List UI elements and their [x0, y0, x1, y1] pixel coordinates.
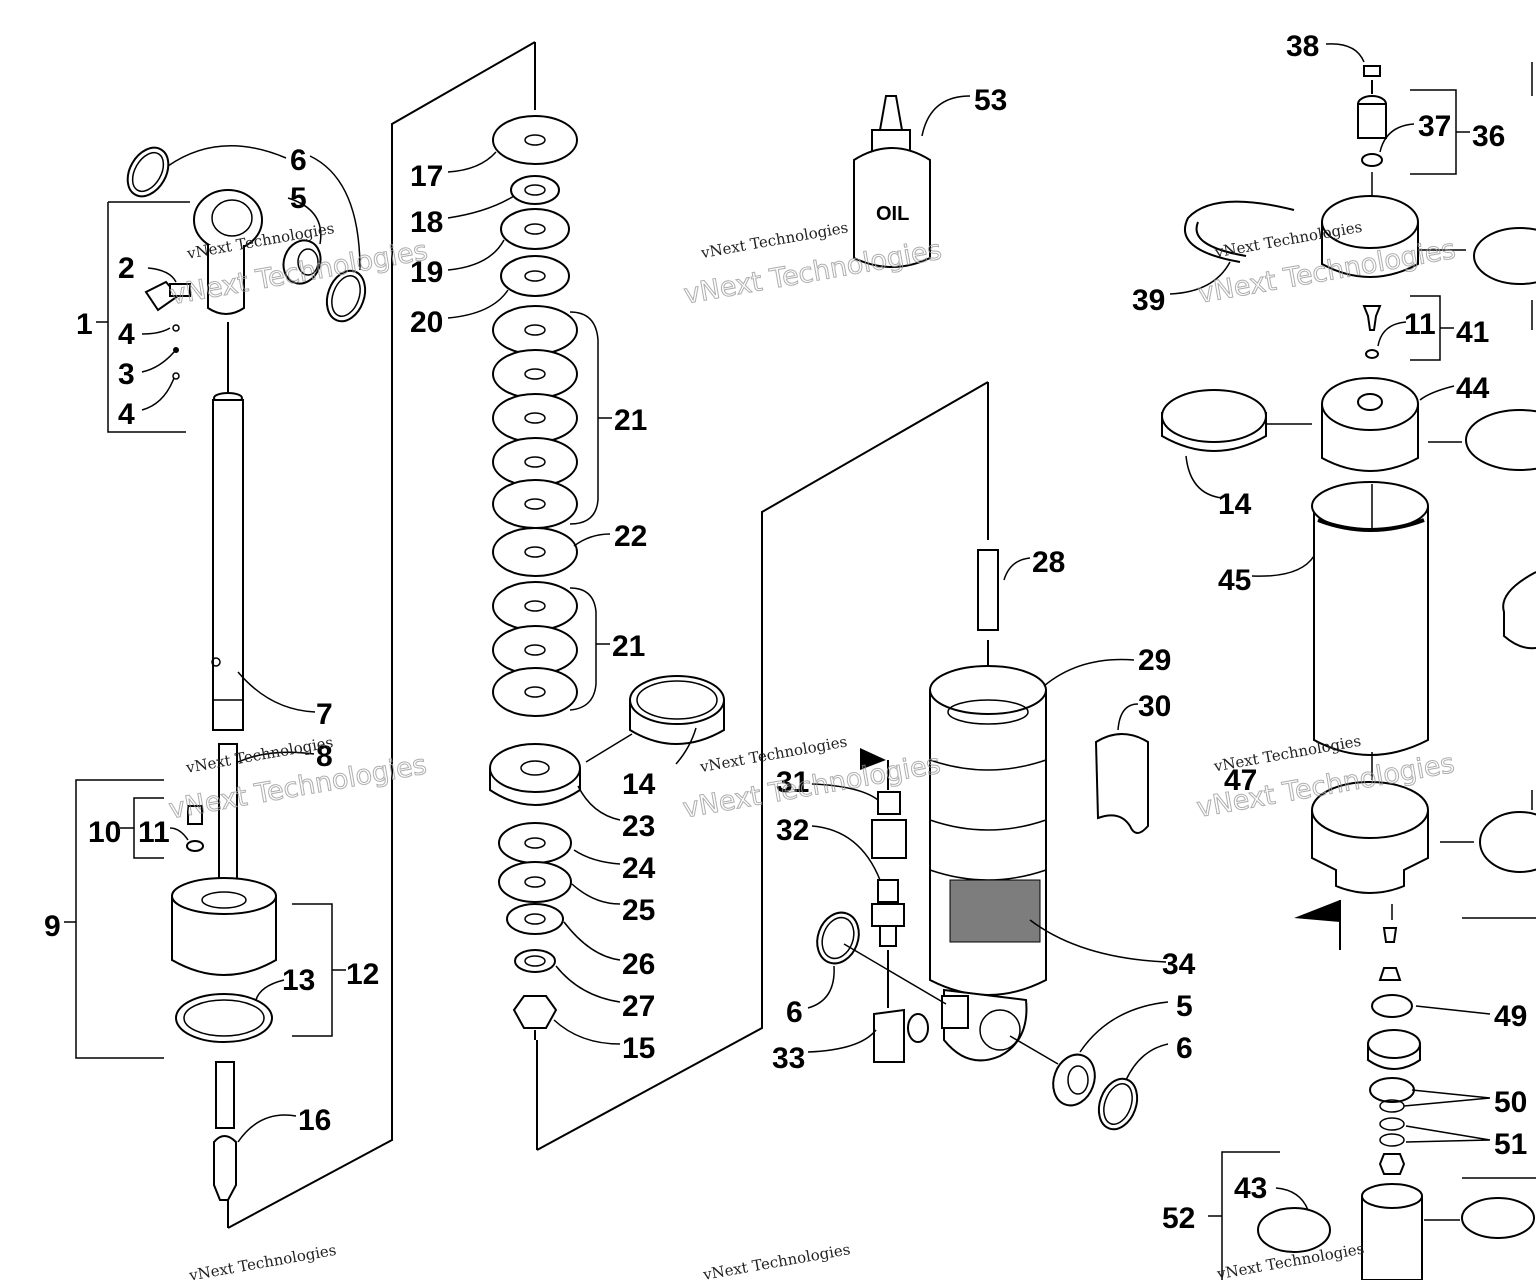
callout-5: 5 — [1176, 990, 1193, 1023]
callout-52: 52 — [1162, 1202, 1195, 1235]
callout-28: 28 — [1032, 546, 1065, 579]
callout-14: 14 — [622, 768, 656, 801]
callout-8: 8 — [316, 740, 333, 773]
callout-6: 6 — [290, 144, 307, 177]
callout-49: 49 — [1494, 1000, 1527, 1033]
callout-32: 32 — [776, 814, 809, 847]
callout-9: 9 — [44, 910, 61, 943]
oil-label: OIL — [876, 203, 909, 225]
callout-25: 25 — [622, 894, 655, 927]
callout-10: 10 — [88, 816, 121, 849]
callout-14: 14 — [1218, 488, 1252, 521]
reservoir-assembly — [1161, 65, 1536, 1280]
callout-2: 2 — [118, 252, 135, 285]
callout-4: 4 — [118, 398, 135, 431]
callout-41: 41 — [1456, 316, 1489, 349]
callout-4: 4 — [118, 318, 135, 351]
callout-5: 5 — [290, 182, 307, 215]
callout-23: 23 — [622, 810, 655, 843]
callout-30: 30 — [1138, 690, 1171, 723]
callout-45: 45 — [1218, 564, 1251, 597]
oil-bottle: OIL — [853, 95, 931, 268]
callout-51: 51 — [1494, 1128, 1527, 1161]
callout-6: 6 — [1176, 1032, 1193, 1065]
callout-22: 22 — [614, 520, 647, 553]
callout-6: 6 — [786, 996, 803, 1029]
callout-50: 50 — [1494, 1086, 1527, 1119]
callout-37: 37 — [1418, 110, 1451, 143]
callout-43: 43 — [1234, 1172, 1267, 1205]
callout-21: 21 — [612, 630, 645, 663]
callout-15: 15 — [622, 1032, 655, 1065]
callout-36: 36 — [1472, 120, 1505, 153]
callout-12: 12 — [346, 958, 379, 991]
callout-20: 20 — [410, 306, 443, 339]
watermark-group: vNext Technologies vNext Technologies vN… — [166, 218, 1458, 1280]
callout-1: 1 — [76, 308, 93, 341]
shaft-assembly — [126, 146, 367, 1201]
callout-17: 17 — [410, 160, 443, 193]
callout-24: 24 — [622, 852, 656, 885]
callout-38: 38 — [1286, 30, 1319, 63]
callout-16: 16 — [298, 1104, 331, 1137]
callout-3: 3 — [118, 358, 135, 391]
callout-27: 27 — [622, 990, 655, 1023]
shim-stack — [489, 115, 725, 1040]
callout-13: 13 — [282, 964, 315, 997]
watermark-text: vNext Technologies — [187, 1241, 338, 1280]
callout-11: 11 — [1404, 308, 1436, 341]
frame-lines — [227, 41, 989, 1229]
callout-34: 34 — [1162, 948, 1196, 981]
callout-31: 31 — [776, 766, 809, 799]
callout-47: 47 — [1224, 764, 1257, 797]
callout-19: 19 — [410, 256, 443, 289]
watermark-text: vNext Technologies — [701, 1240, 852, 1280]
callout-29: 29 — [1138, 644, 1171, 677]
shock-body — [816, 549, 1149, 1131]
callout-18: 18 — [410, 206, 443, 239]
callout-53: 53 — [974, 84, 1007, 117]
callout-26: 26 — [622, 948, 655, 981]
leader-lines — [64, 43, 1536, 1280]
callout-11: 11 — [138, 816, 170, 849]
callout-39: 39 — [1132, 284, 1165, 317]
callout-7: 7 — [316, 698, 333, 731]
callout-33: 33 — [772, 1042, 805, 1075]
callout-44: 44 — [1456, 372, 1490, 405]
callout-labels: 1 2 3 4 4 5 6 7 8 9 10 11 12 13 16 17 18… — [44, 30, 1527, 1235]
callout-21: 21 — [614, 404, 647, 437]
